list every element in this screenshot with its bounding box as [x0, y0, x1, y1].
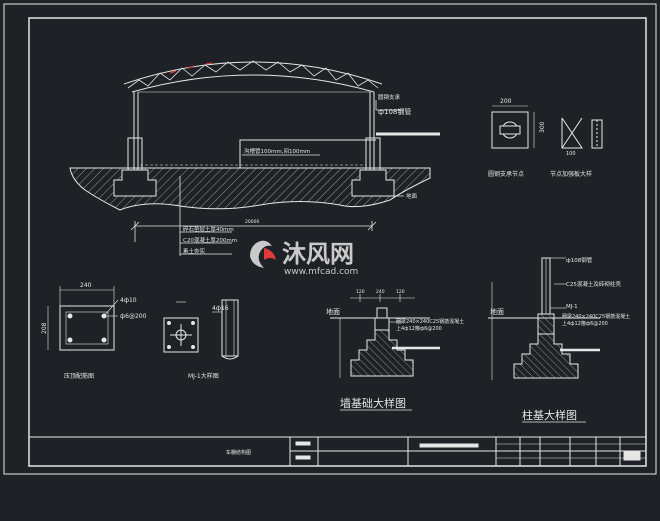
node-dim-small: 100 [566, 151, 576, 157]
wall-dim-3: 120 [396, 289, 405, 295]
col-note: 圈梁240×240C25钢筋混凝土 [562, 313, 630, 320]
node-stiffener-detail [561, 117, 603, 149]
col-label-mj: MJ-1 [566, 304, 578, 310]
wall-foundation-detail [330, 294, 440, 378]
wall-dim-1: 120 [356, 289, 365, 295]
col-label-concrete: C25混凝土及砖砌柱壳 [566, 280, 621, 288]
wall-ground-label: 地面 [326, 307, 340, 316]
mj-caption: MJ-1大样图 [188, 372, 219, 380]
mj-rebar: 4ф16 [212, 305, 229, 312]
label-ground: 地面 [406, 192, 418, 200]
column-foundation-detail [488, 257, 600, 380]
wall-dim-2: 240 [376, 289, 385, 295]
node-plate-detail [491, 105, 535, 149]
plate-rebar-top: 4ф10 [120, 297, 137, 304]
plate-dim-width: 240 [80, 282, 92, 289]
col-caption: 柱基大样图 [522, 408, 577, 422]
title-drawing-name: 车棚结构图 [226, 449, 251, 456]
wall-note: 圈梁240×240C25钢筋混凝土 [396, 318, 464, 325]
label-concrete: C20混凝土厚200mm [183, 236, 237, 244]
node-dim-side: 300 [539, 121, 546, 133]
plate-dim-height: 208 [41, 322, 48, 334]
col-label-pipe: ф108钢管 [566, 256, 593, 264]
label-soil: 素土夯实 [183, 247, 206, 255]
label-width: 20000 [245, 219, 259, 225]
node-caption-node: 节点加强板大样 [550, 170, 592, 178]
wall-caption: 墙基础大样图 [340, 396, 406, 410]
elevation-dimension [130, 100, 404, 256]
node-caption-plate: 圆钢支承节点 [488, 170, 524, 178]
truss-bottom-chord [131, 74, 375, 93]
col-note-2: 上4ф12箍ф6@200 [562, 320, 608, 327]
watermark: 沐风网 www.mfcad.com [250, 240, 358, 277]
truss-web [127, 60, 379, 89]
watermark-url: www.mfcad.com [284, 267, 358, 277]
label-gravel: 碎石垫层土厚40mm [183, 225, 234, 233]
node-dim-top: 200 [500, 98, 512, 105]
col-ground-label: 地面 [490, 307, 504, 316]
label-water-pipe: 沟槽管100mm,间100mm [244, 147, 310, 155]
title-block [28, 436, 647, 467]
watermark-brand: 沐风网 [282, 240, 354, 268]
outer-frame [3, 3, 657, 475]
label-frame: 圆钢支承 [378, 93, 401, 101]
wall-note-2: 上4ф12箍ф6@200 [396, 325, 442, 332]
plate-caption: 压顶配筋图 [64, 372, 94, 380]
plate-rebar-stirrup: ф6@200 [120, 313, 147, 320]
plate-rebar-detail [47, 286, 119, 351]
ground-hatch [69, 167, 431, 211]
label-pipe: ф108钢管 [378, 107, 411, 116]
mj-detail [163, 299, 239, 360]
truss-top-chord [123, 61, 383, 85]
